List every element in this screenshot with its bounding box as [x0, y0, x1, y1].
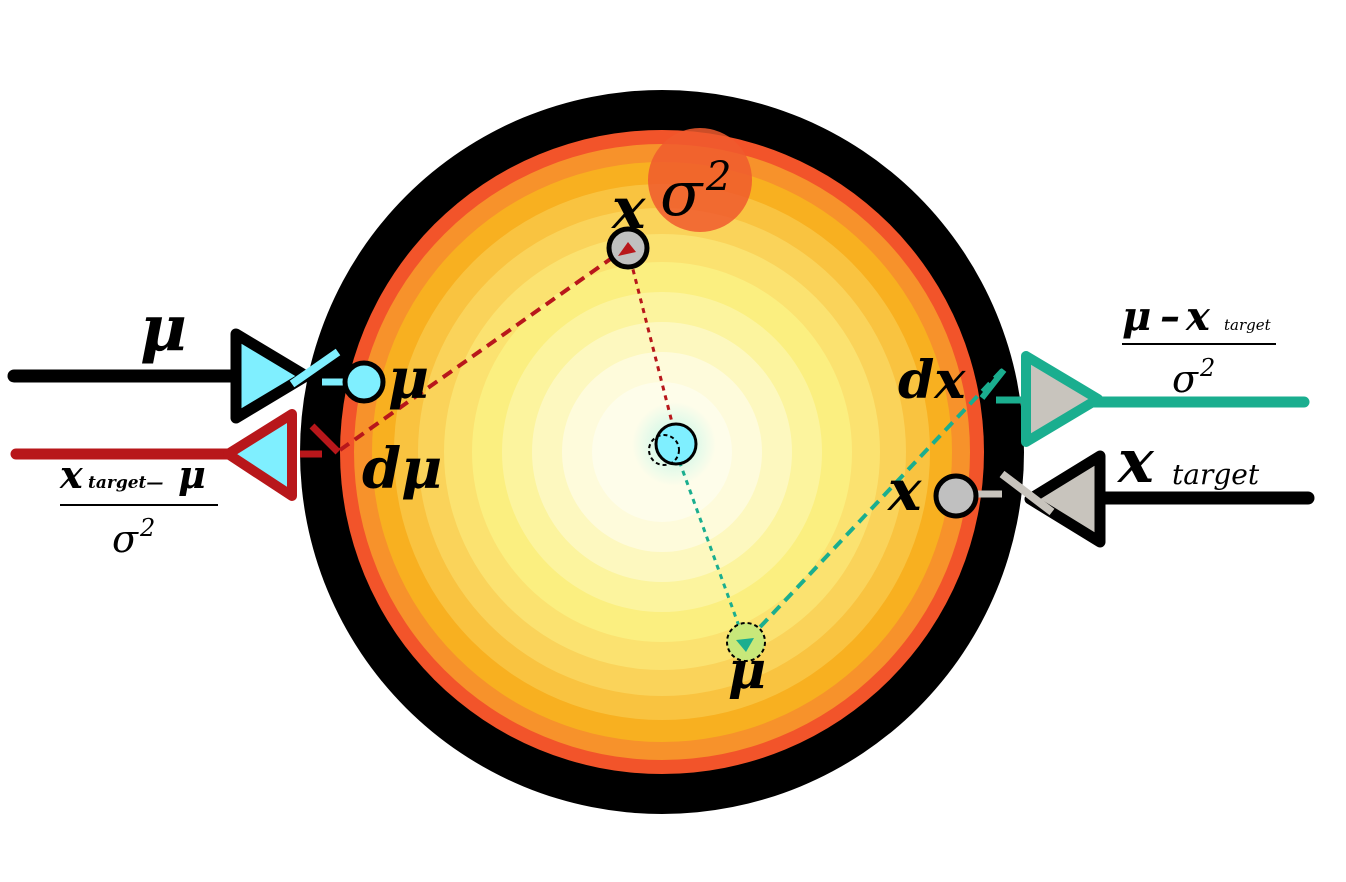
- red-arrowhead-at-x: [618, 242, 636, 256]
- mu-error-slash: [309, 423, 341, 455]
- mu-frac-den-exp: 2: [139, 514, 155, 542]
- x-right-node: [933, 473, 979, 519]
- mu-input-triangle: [230, 328, 312, 424]
- dx-label: dx: [898, 350, 966, 411]
- mu-error-fraction: x target— μ σ 2: [59, 452, 218, 561]
- dmu-label: dμ: [362, 436, 442, 502]
- x-target-subscript: target: [1172, 458, 1260, 491]
- x-target-label: x: [1116, 427, 1155, 497]
- x-frac-num-dash: –: [1160, 293, 1180, 340]
- x-frac-den: σ: [1172, 357, 1199, 401]
- mu-bottom-label: μ: [728, 640, 766, 701]
- mu-input-synapse: [7, 328, 386, 424]
- mu-synapse-slash: [289, 348, 341, 388]
- x-frac-den-exp: 2: [1199, 354, 1215, 382]
- x-error-triangle: [1021, 351, 1103, 447]
- mu-error-synapse: [10, 409, 341, 501]
- x-target-synapse: [933, 450, 1315, 548]
- x-frac-num-sub: target: [1224, 316, 1272, 334]
- x-frac-num-x: x: [1185, 293, 1211, 340]
- teal-arrowhead-at-mu: [736, 638, 754, 652]
- x-error-fraction: μ – x target σ 2: [1122, 293, 1276, 401]
- center-dashed-node: [648, 434, 680, 466]
- x-error-synapse: [979, 351, 1310, 447]
- mu-left-node: [342, 360, 386, 404]
- center-to-mu-dotted: [674, 451, 746, 641]
- sigma-squared-blob: [648, 128, 752, 232]
- x-frac-num-mu: μ: [1122, 293, 1151, 340]
- mu-frac-den: σ: [112, 517, 139, 561]
- x-to-center-dotted: [626, 249, 678, 439]
- mu-error-triangle: [223, 409, 297, 501]
- x-node-label: x: [887, 458, 922, 524]
- mu-frac-num-mu: μ: [178, 452, 206, 497]
- dmu-to-x-dashed: [338, 246, 628, 452]
- sigma-squared-label: σ: [660, 157, 704, 230]
- mu-frac-num-sub: target—: [88, 473, 163, 493]
- dx-to-mu-dashed: [744, 368, 1004, 644]
- x-error-slash: [979, 368, 1007, 400]
- x-target-slash: [999, 470, 1055, 516]
- mu-node-label: μ: [388, 346, 429, 412]
- sigma-squared-exponent: 2: [705, 154, 731, 200]
- x-target-triangle: [1024, 450, 1106, 548]
- mu-frac-num-x: x: [59, 452, 84, 497]
- center-mu-node: [654, 422, 698, 466]
- mu-input-label: μ: [140, 291, 187, 366]
